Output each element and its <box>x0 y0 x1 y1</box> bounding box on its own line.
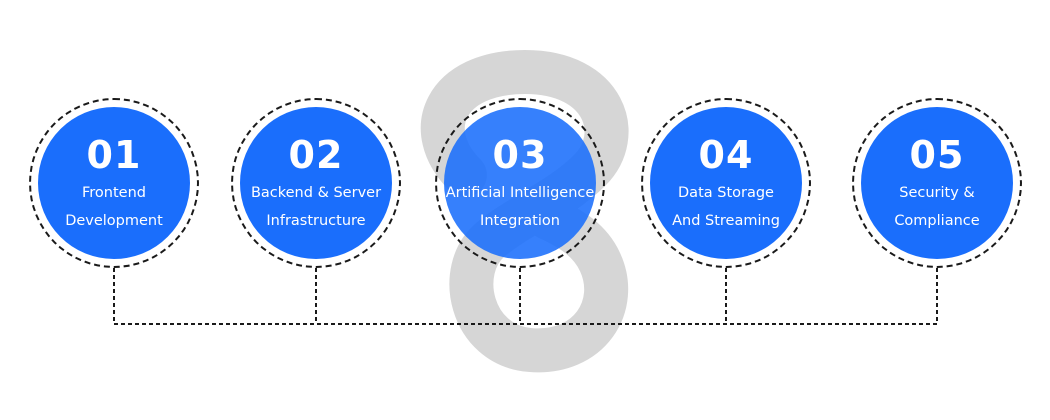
step-3: 03 Artificial Intelligence Integration <box>435 98 605 268</box>
step-3-label: Artificial Intelligence Integration <box>446 179 595 235</box>
step-3-number: 03 <box>492 133 548 177</box>
step-5-number: 05 <box>909 133 965 177</box>
step-2-label: Backend & Server Infrastructure <box>251 179 381 235</box>
step-1-label-line-1: Frontend <box>82 185 146 201</box>
step-3-label-line-1: Artificial Intelligence <box>445 185 595 201</box>
step-1-number: 01 <box>86 133 142 177</box>
step-5: 05 Security & Compliance <box>852 98 1022 268</box>
step-1-label: Frontend Development <box>65 179 163 235</box>
step-5-label-line-1: Security & <box>899 185 975 201</box>
step-3-label-line-2: Integration <box>480 213 560 229</box>
step-4-label: Data Storage And Streaming <box>672 179 780 235</box>
step-1: 01 Frontend Development <box>29 98 199 268</box>
step-2-label-line-1: Backend & Server <box>250 185 382 201</box>
step-4-number: 04 <box>698 133 754 177</box>
step-4-circle: 04 Data Storage And Streaming <box>650 107 802 259</box>
step-4-label-line-2: And Streaming <box>672 213 780 229</box>
step-1-circle: 01 Frontend Development <box>38 107 190 259</box>
step-4-label-line-1: Data Storage <box>678 185 774 201</box>
step-2-circle: 02 Backend & Server Infrastructure <box>240 107 392 259</box>
step-3-circle: 03 Artificial Intelligence Integration <box>444 107 596 259</box>
step-2: 02 Backend & Server Infrastructure <box>231 98 401 268</box>
step-1-label-line-2: Development <box>65 213 163 229</box>
step-5-circle: 05 Security & Compliance <box>861 107 1013 259</box>
step-5-label-line-2: Compliance <box>894 213 980 229</box>
step-2-number: 02 <box>288 133 344 177</box>
step-5-label: Security & Compliance <box>894 179 979 235</box>
step-4: 04 Data Storage And Streaming <box>641 98 811 268</box>
step-2-label-line-2: Infrastructure <box>266 213 366 229</box>
